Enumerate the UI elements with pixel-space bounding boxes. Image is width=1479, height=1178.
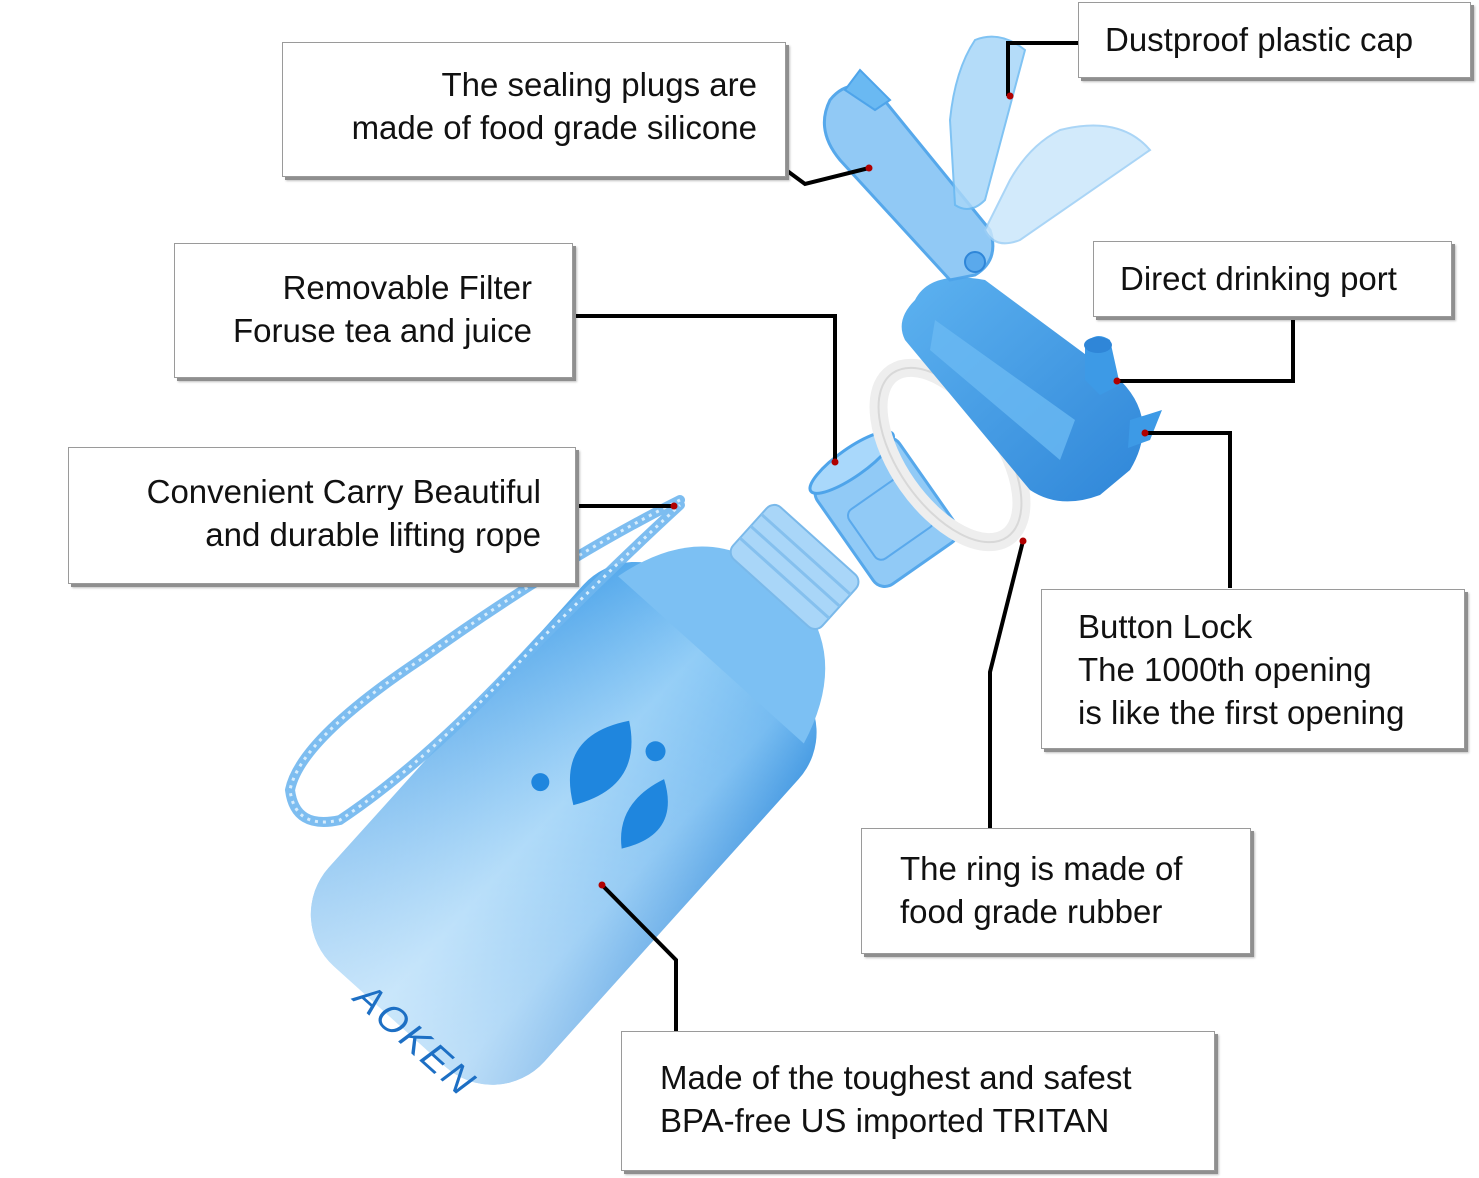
callout-line: made of food grade silicone (351, 109, 757, 146)
leader-cap (1006, 41, 1078, 96)
callout-line: food grade rubber (900, 893, 1163, 930)
callout-line: Direct drinking port (1120, 260, 1397, 297)
bottle-body (310, 503, 860, 1085)
anchor-filter (831, 458, 839, 466)
leader-material (600, 883, 678, 1031)
callout-line: and durable lifting rope (205, 516, 541, 553)
callout-drinking-port: Direct drinking port (1093, 241, 1452, 317)
callout-button-lock: Button Lock The 1000th opening is like t… (1041, 589, 1465, 749)
drinking-port (1084, 336, 1120, 395)
anchor-rope (670, 502, 678, 510)
callout-line: BPA-free US imported TRITAN (660, 1102, 1110, 1139)
callout-line: The 1000th opening (1078, 651, 1372, 688)
callout-removable-filter: Removable Filter Foruse tea and juice (174, 243, 573, 378)
anchor-cap (1006, 92, 1014, 100)
callout-tritan-material: Made of the toughest and safest BPA-free… (621, 1031, 1215, 1171)
anchor-dots (598, 92, 1149, 889)
callout-line: Convenient Carry Beautiful (146, 473, 541, 510)
callout-lifting-rope: Convenient Carry Beautiful and durable l… (68, 447, 576, 584)
callout-line: Foruse tea and juice (232, 312, 532, 349)
anchor-material (598, 881, 606, 889)
anchor-button (1141, 429, 1149, 437)
lifting-rope (284, 495, 685, 827)
callout-line: Button Lock (1078, 608, 1253, 645)
lid (901, 277, 1162, 502)
leader-plugs (784, 166, 870, 187)
callout-line: The sealing plugs are (441, 66, 757, 103)
removable-filter (808, 430, 960, 588)
callout-sealing-plugs: The sealing plugs are made of food grade… (282, 42, 786, 177)
anchor-port (1113, 377, 1121, 385)
callout-rubber-ring: The ring is made of food grade rubber (861, 828, 1251, 954)
leader-port (1117, 318, 1295, 383)
leaf-logo-icon (531, 720, 668, 849)
button-lock (1128, 410, 1162, 448)
anchor-plugs (865, 164, 873, 172)
callout-line: The ring is made of (900, 850, 1183, 887)
anchor-ring (1019, 537, 1027, 545)
leader-ring (988, 540, 1025, 828)
leader-lines (574, 41, 1295, 1031)
callout-line: is like the first opening (1078, 694, 1405, 731)
callout-dustproof-cap: Dustproof plastic cap (1078, 2, 1471, 78)
leader-button (1145, 431, 1232, 588)
callout-line: Dustproof plastic cap (1105, 21, 1414, 58)
leader-filter (574, 314, 837, 461)
callout-line: Made of the toughest and safest (660, 1059, 1132, 1096)
callout-line: Removable Filter (282, 269, 532, 306)
